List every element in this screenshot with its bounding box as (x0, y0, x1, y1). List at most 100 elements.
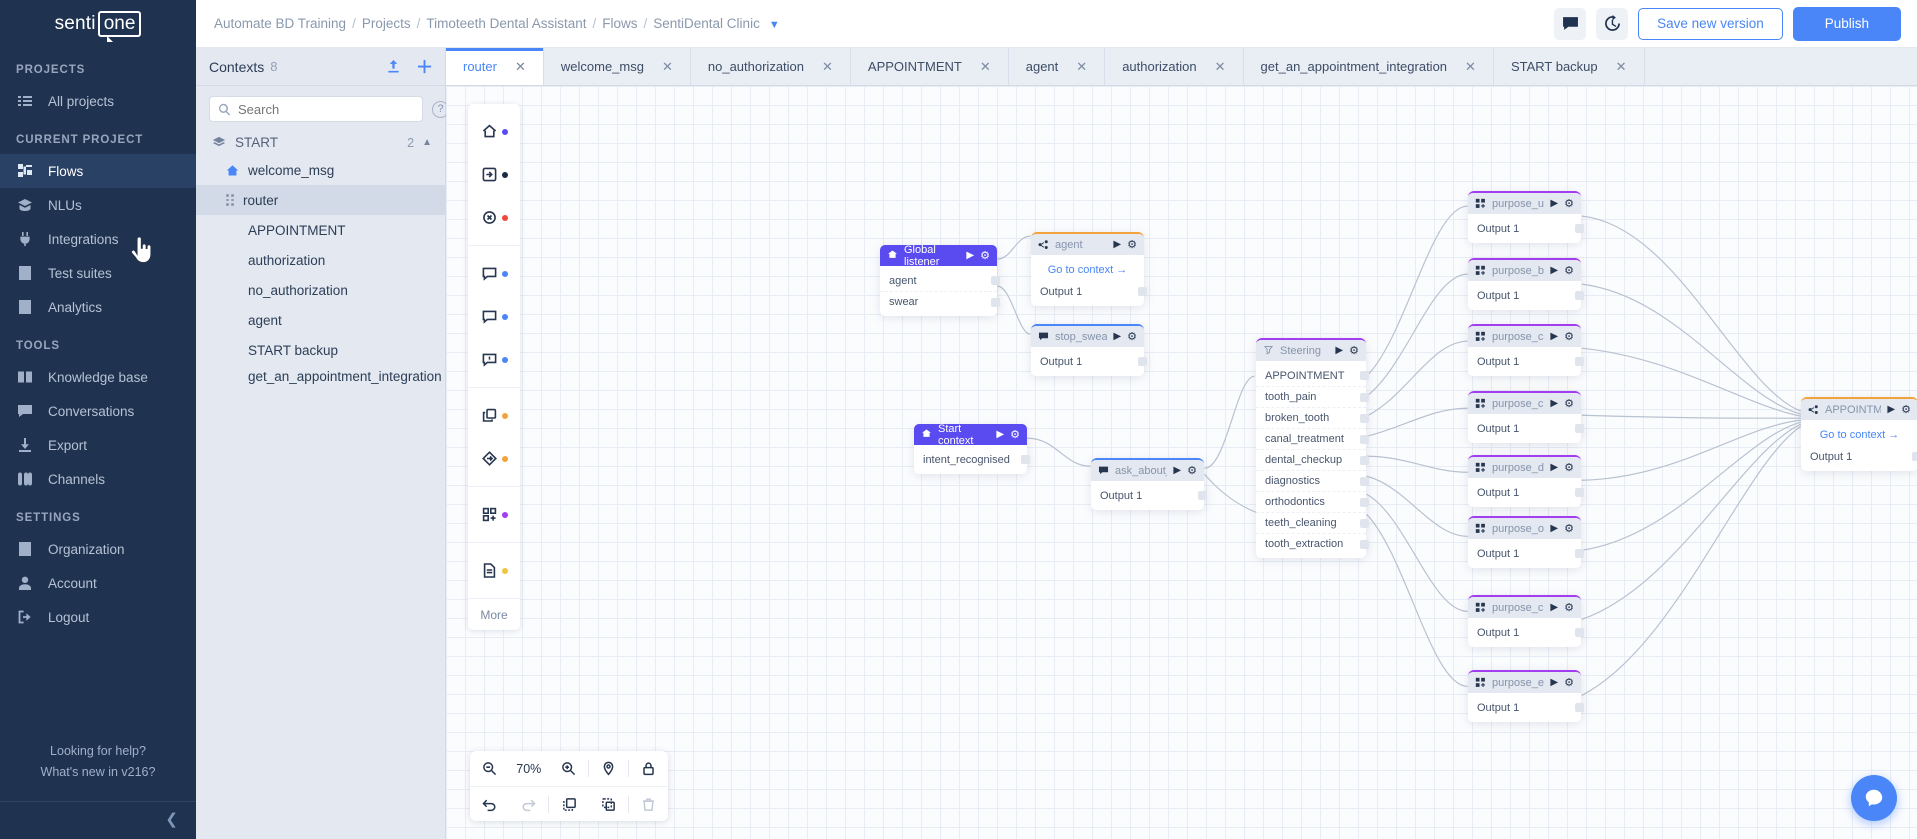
output-port[interactable] (1360, 435, 1369, 444)
sidebar-item-analytics[interactable]: Analytics (0, 290, 196, 324)
gear-icon[interactable]: ⚙ (1564, 331, 1574, 343)
output-port[interactable] (1575, 424, 1584, 433)
flow-node-agent[interactable]: agent▶⚙Go to context →Output 1 (1031, 232, 1147, 306)
gear-icon[interactable]: ⚙ (1564, 677, 1574, 689)
node-header[interactable]: purpose_checkup▶⚙ (1468, 393, 1581, 414)
tab-welcome-msg[interactable]: welcome_msg✕ (543, 48, 691, 85)
sidebar-item-integrations[interactable]: Integrations (0, 222, 196, 256)
node-row[interactable]: orthodontics (1256, 491, 1369, 512)
breadcrumb-item[interactable]: SentiDental Clinic (653, 16, 760, 31)
gear-icon[interactable]: ⚙ (1010, 429, 1020, 441)
node-row[interactable]: APPOINTMENT (1256, 365, 1369, 386)
palette-item-document[interactable] (468, 549, 520, 592)
close-icon[interactable]: ✕ (1076, 58, 1088, 74)
undo-button[interactable] (470, 797, 509, 812)
sidebar-item-account[interactable]: Account (0, 566, 196, 600)
output-port[interactable] (1912, 452, 1917, 461)
output-port[interactable] (1021, 455, 1030, 464)
close-icon[interactable]: ✕ (822, 58, 833, 74)
palette-item-enter[interactable] (468, 153, 520, 196)
context-item-router[interactable]: router (196, 185, 445, 215)
node-row[interactable]: Output 1 (1468, 418, 1584, 439)
publish-button[interactable]: Publish (1792, 6, 1901, 41)
save-new-version-button[interactable]: Save new version (1638, 7, 1783, 40)
output-port[interactable] (1360, 456, 1369, 465)
palette-item-message-alert[interactable] (468, 338, 520, 381)
play-icon[interactable]: ▶ (1113, 331, 1122, 342)
output-port[interactable] (1360, 519, 1369, 528)
node-header[interactable]: purpose_urgent▶⚙ (1468, 193, 1581, 214)
node-row[interactable]: Output 1 (1031, 281, 1147, 302)
node-header[interactable]: Start context▶⚙ (914, 423, 1027, 447)
node-row[interactable]: Output 1 (1468, 218, 1584, 239)
breadcrumb-item[interactable]: Timoteeth Dental Assistant (426, 16, 587, 31)
sidebar-item-flows[interactable]: Flows (0, 154, 196, 188)
node-row[interactable]: Output 1 (1468, 482, 1584, 503)
close-icon[interactable]: ✕ (514, 58, 526, 74)
gear-icon[interactable]: ⚙ (1564, 462, 1574, 474)
node-header[interactable]: purpose_broken▶⚙ (1468, 260, 1581, 281)
play-icon[interactable]: ▶ (966, 250, 975, 261)
node-row[interactable]: tooth_extraction (1256, 533, 1369, 554)
gear-icon[interactable]: ⚙ (1564, 198, 1574, 210)
node-row[interactable]: teeth_cleaning (1256, 512, 1369, 533)
gear-icon[interactable]: ⚙ (1127, 239, 1137, 251)
context-item-welcome-msg[interactable]: welcome_msg (196, 155, 445, 185)
node-header[interactable]: ask_about_purpose▶⚙ (1091, 460, 1204, 481)
flow-node-purpose_orthodontics[interactable]: purpose_orthodontics▶⚙Output 1 (1468, 516, 1584, 568)
history-button[interactable] (1596, 7, 1629, 40)
output-port[interactable] (1138, 357, 1147, 366)
output-port[interactable] (1575, 357, 1584, 366)
breadcrumb-item[interactable]: Automate BD Training (214, 16, 347, 31)
palette-item-message-dots[interactable] (468, 295, 520, 338)
output-port[interactable] (1360, 393, 1369, 402)
context-item-agent[interactable]: agent (196, 305, 445, 335)
tab-get-an-appointment-integration[interactable]: get_an_appointment_integration✕ (1243, 48, 1494, 85)
node-header[interactable]: Global listener▶⚙ (880, 244, 997, 268)
node-row[interactable]: Output 1 (1468, 285, 1584, 306)
gear-icon[interactable]: ⚙ (1187, 465, 1197, 477)
zoom-in-button[interactable] (548, 761, 587, 776)
node-palette[interactable]: More (468, 104, 520, 630)
node-row[interactable]: Output 1 (1091, 485, 1207, 506)
close-icon[interactable]: ✕ (979, 58, 991, 74)
node-row[interactable]: intent_recognised (914, 449, 1030, 470)
comments-button[interactable] (1554, 7, 1587, 40)
zoom-out-button[interactable] (470, 761, 509, 776)
palette-item-home[interactable] (468, 110, 520, 153)
collapse-sidebar-button[interactable]: ❮ (0, 801, 196, 835)
output-port[interactable] (1575, 488, 1584, 497)
tab-appointment[interactable]: APPOINTMENT✕ (850, 48, 1009, 85)
sidebar-item-export[interactable]: Export (0, 428, 196, 462)
node-header[interactable]: stop_swearing_pls▶⚙ (1031, 326, 1144, 347)
palette-item-duplicate[interactable] (468, 394, 520, 437)
palette-item-steering-diamond[interactable] (468, 437, 520, 480)
flow-node-purpose_cleaning[interactable]: purpose_cleaning▶⚙Output 1 (1468, 595, 1584, 647)
tab-router[interactable]: router✕ (446, 48, 544, 85)
output-port[interactable] (1360, 477, 1369, 486)
plus-icon[interactable] (417, 59, 432, 74)
tab-start-backup[interactable]: START backup✕ (1493, 48, 1645, 85)
upload-icon[interactable] (386, 59, 401, 74)
delete-button[interactable] (629, 797, 668, 812)
play-icon[interactable]: ▶ (1550, 198, 1559, 209)
gear-icon[interactable]: ⚙ (1349, 345, 1359, 357)
node-row[interactable]: canal_treatment (1256, 428, 1369, 449)
close-icon[interactable]: ✕ (661, 58, 673, 74)
breadcrumb-item[interactable]: Flows (602, 16, 638, 31)
flow-node-purpose_extraction[interactable]: purpose_extraction▶⚙Output 1 (1468, 670, 1584, 722)
breadcrumb-item[interactable]: Projects (361, 16, 411, 31)
sidebar-item-test-suites[interactable]: Test suites (0, 256, 196, 290)
output-port[interactable] (991, 298, 1000, 307)
output-port[interactable] (1575, 224, 1584, 233)
output-port[interactable] (1575, 703, 1584, 712)
contexts-group-start[interactable]: START 2 ▲ (196, 130, 445, 155)
node-row[interactable]: Output 1 (1468, 697, 1584, 718)
node-row[interactable]: dental_checkup (1256, 449, 1369, 470)
sidebar-item-knowledge-base[interactable]: Knowledge base (0, 360, 196, 394)
version-link[interactable]: What's new in v216? (40, 765, 156, 779)
output-port[interactable] (991, 276, 1000, 285)
sidebar-item-channels[interactable]: Channels (0, 462, 196, 496)
play-icon[interactable]: ▶ (1550, 398, 1559, 409)
